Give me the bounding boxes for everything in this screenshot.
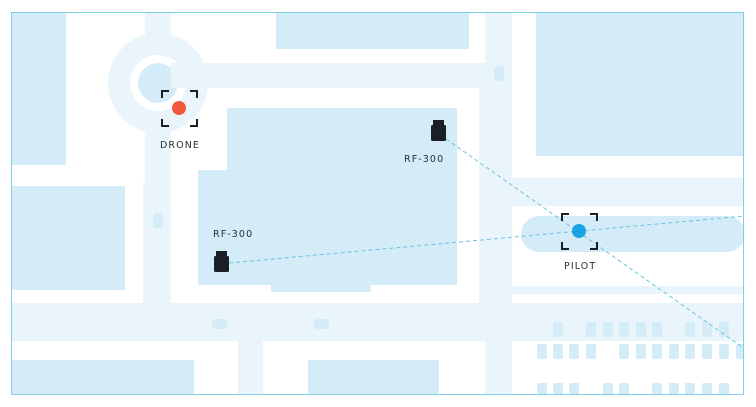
parking-lot — [537, 322, 743, 394]
building — [293, 13, 469, 49]
parking-stall — [719, 344, 729, 359]
building-main — [198, 108, 457, 292]
parking-stall — [537, 383, 547, 394]
parking-stall — [685, 322, 695, 337]
parking-stall — [652, 383, 662, 394]
parking-stall — [619, 383, 629, 394]
link-sensor-b-pilot — [445, 138, 743, 349]
parking-stall — [603, 322, 613, 337]
parking-stall — [619, 344, 629, 359]
parking-stall — [669, 383, 679, 394]
parking-stall — [586, 322, 596, 337]
building — [536, 13, 743, 156]
rf-sensor-icon — [216, 251, 227, 257]
building — [12, 13, 66, 165]
pilot-label: PILOT — [564, 261, 597, 272]
sensor-b-label: RF-300 — [404, 154, 445, 165]
rf-sensor-a[interactable] — [214, 251, 229, 272]
drone-dot-icon — [172, 101, 186, 115]
building — [12, 186, 125, 290]
bollard — [153, 213, 163, 228]
parking-stall — [537, 344, 547, 359]
pilot-dot-icon — [572, 224, 586, 238]
target-brackets — [161, 90, 198, 127]
parking-stall — [719, 383, 729, 394]
parking-stall — [569, 344, 579, 359]
parking-stall — [652, 344, 662, 359]
bollard — [212, 319, 227, 329]
building-layer — [12, 13, 743, 394]
parking-stall — [702, 383, 712, 394]
parking-stall — [569, 383, 579, 394]
parking-stall — [619, 322, 629, 337]
parking-stall — [636, 344, 646, 359]
drone-marker[interactable] — [161, 90, 198, 127]
parking-stall — [736, 344, 743, 359]
target-brackets — [561, 213, 598, 250]
building — [308, 360, 439, 394]
bollard — [494, 66, 504, 81]
rf-sensor-icon — [433, 120, 444, 126]
rf-sensor-b[interactable] — [431, 120, 446, 141]
map-view[interactable]: DRONE PILOT RF-300 RF-300 — [11, 12, 744, 395]
parking-stall — [553, 344, 563, 359]
parking-stall — [553, 383, 563, 394]
parking-stall — [636, 322, 646, 337]
plaza — [521, 216, 743, 252]
parking-stall — [702, 344, 712, 359]
sensor-a-label: RF-300 — [213, 229, 254, 240]
building — [12, 360, 194, 394]
map-canvas — [12, 13, 743, 394]
link-sensor-a-pilot — [228, 215, 743, 264]
drone-label: DRONE — [160, 140, 201, 151]
parking-stall — [702, 322, 712, 337]
parking-stall — [553, 322, 563, 337]
parking-stall — [685, 383, 695, 394]
signal-links — [228, 138, 743, 349]
parking-stall — [603, 383, 613, 394]
bollard — [314, 319, 329, 329]
parking-stall — [719, 322, 729, 337]
pilot-marker[interactable] — [561, 213, 598, 250]
parking-stall — [685, 344, 695, 359]
parking-stall — [652, 322, 662, 337]
parking-stall — [669, 344, 679, 359]
parking-stall — [586, 344, 596, 359]
